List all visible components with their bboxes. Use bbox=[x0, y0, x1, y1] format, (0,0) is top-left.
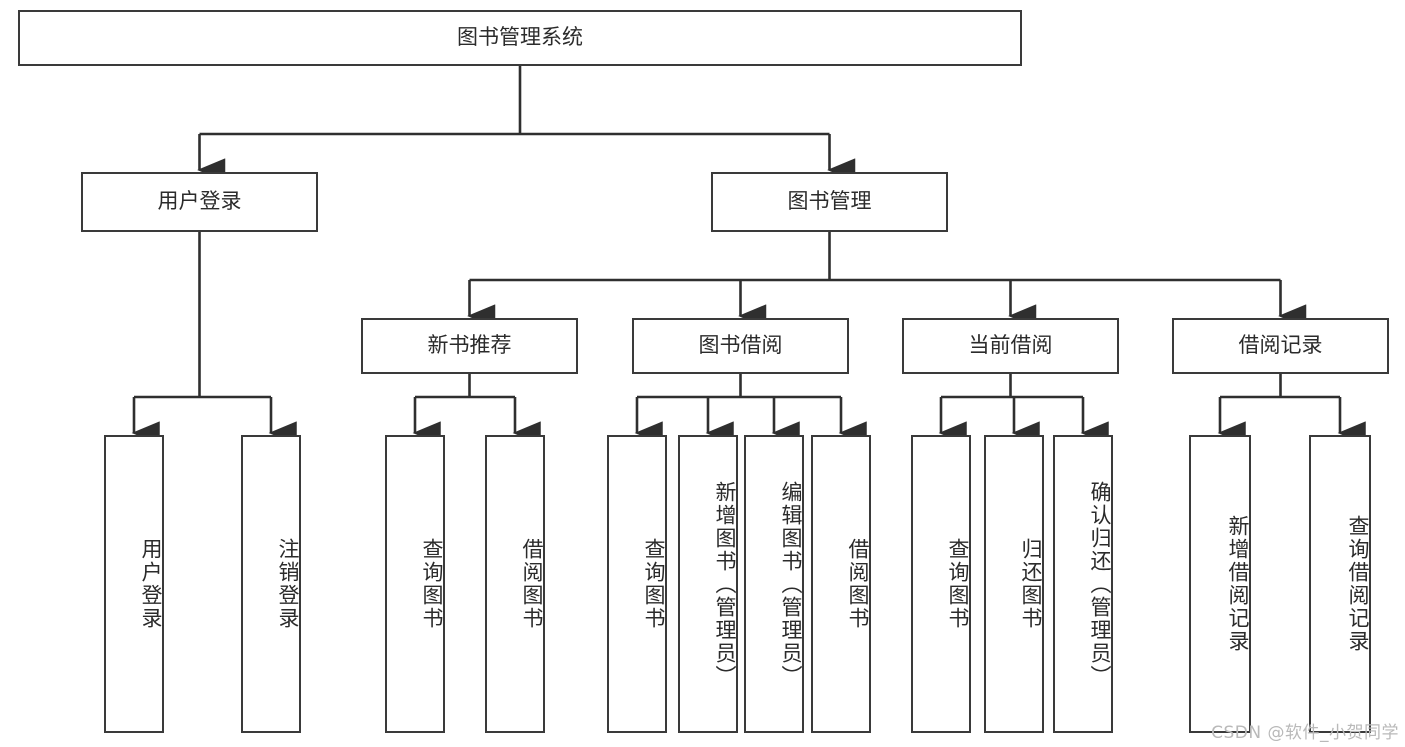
node-label: 用户登录 bbox=[157, 189, 242, 214]
node-label: 查询图书 bbox=[946, 538, 970, 630]
node-leaf-edit-book[interactable]: 编辑图书（管理员） bbox=[744, 435, 804, 733]
node-label: 用户登录 bbox=[139, 538, 163, 630]
node-leaf-query-record[interactable]: 查询借阅记录 bbox=[1309, 435, 1371, 733]
node-root[interactable]: 图书管理系统 bbox=[18, 10, 1022, 66]
node-label: 查询图书 bbox=[420, 538, 444, 630]
node-leaf-confirm-return[interactable]: 确认归还（管理员） bbox=[1053, 435, 1113, 733]
node-label: 确认归还（管理员） bbox=[1088, 480, 1112, 688]
node-borrow-record[interactable]: 借阅记录 bbox=[1172, 318, 1389, 374]
node-label: 新书推荐 bbox=[427, 333, 512, 358]
node-leaf-user-logout[interactable]: 注销登录 bbox=[241, 435, 301, 733]
node-leaf-borrow-book[interactable]: 借阅图书 bbox=[811, 435, 871, 733]
node-label: 图书管理系统 bbox=[457, 25, 583, 50]
node-label: 编辑图书（管理员） bbox=[779, 480, 803, 688]
node-new-book-rec[interactable]: 新书推荐 bbox=[361, 318, 578, 374]
node-leaf-query-book-borrow[interactable]: 查询图书 bbox=[607, 435, 667, 733]
node-label: 新增借阅记录 bbox=[1226, 515, 1250, 653]
node-leaf-query-book-rec[interactable]: 查询图书 bbox=[385, 435, 445, 733]
node-label: 借阅记录 bbox=[1238, 333, 1323, 358]
node-leaf-borrow-book-rec[interactable]: 借阅图书 bbox=[485, 435, 545, 733]
node-book-manage[interactable]: 图书管理 bbox=[711, 172, 948, 232]
node-label: 归还图书 bbox=[1019, 538, 1043, 630]
node-leaf-return-book[interactable]: 归还图书 bbox=[984, 435, 1044, 733]
node-label: 图书借阅 bbox=[698, 333, 783, 358]
csdn-watermark: CSDN @软件_小贺同学 bbox=[1211, 723, 1399, 743]
node-label: 查询借阅记录 bbox=[1346, 515, 1370, 653]
node-user-login[interactable]: 用户登录 bbox=[81, 172, 318, 232]
node-label: 新增图书（管理员） bbox=[713, 480, 737, 688]
node-leaf-add-book[interactable]: 新增图书（管理员） bbox=[678, 435, 738, 733]
node-label: 当前借阅 bbox=[968, 333, 1053, 358]
node-label: 图书管理 bbox=[787, 189, 872, 214]
node-leaf-add-record[interactable]: 新增借阅记录 bbox=[1189, 435, 1251, 733]
node-leaf-query-book-cur[interactable]: 查询图书 bbox=[911, 435, 971, 733]
node-label: 借阅图书 bbox=[520, 538, 544, 630]
node-leaf-user-login[interactable]: 用户登录 bbox=[104, 435, 164, 733]
node-current-borrow[interactable]: 当前借阅 bbox=[902, 318, 1119, 374]
node-label: 借阅图书 bbox=[846, 538, 870, 630]
node-label: 查询图书 bbox=[642, 538, 666, 630]
node-label: 注销登录 bbox=[276, 538, 300, 630]
node-book-borrow[interactable]: 图书借阅 bbox=[632, 318, 849, 374]
